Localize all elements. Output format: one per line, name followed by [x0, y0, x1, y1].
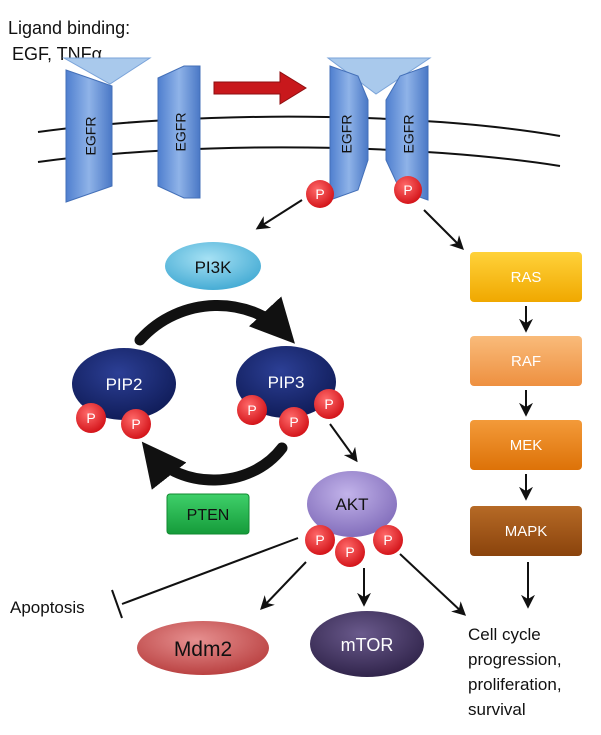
svg-text:MAPK: MAPK — [505, 523, 548, 540]
ligand-heading: Ligand binding: — [8, 18, 130, 38]
mapk-node: MAPK — [470, 506, 582, 556]
pten-node: PTEN — [166, 493, 250, 535]
svg-text:P: P — [86, 410, 95, 426]
svg-text:PIP3: PIP3 — [268, 373, 305, 392]
pip2-node: PIP2 — [72, 348, 176, 420]
ras-node: RAS — [470, 252, 582, 302]
phospho-pip2-2: P — [121, 409, 151, 439]
svg-text:P: P — [315, 532, 324, 548]
membrane-inner — [37, 146, 561, 167]
svg-text:Mdm2: Mdm2 — [174, 638, 232, 661]
phospho-pip3-1: P — [237, 395, 267, 425]
svg-text:RAS: RAS — [511, 269, 542, 286]
inhibition-bar-apoptosis — [111, 589, 123, 619]
svg-text:P: P — [324, 396, 333, 412]
phospho-dimer-left: P — [306, 180, 334, 208]
svg-text:Cell cycle: Cell cycle — [468, 625, 541, 644]
cell-cycle-outcome: Cell cycle progression, proliferation, s… — [468, 625, 562, 719]
svg-text:proliferation,: proliferation, — [468, 675, 562, 694]
mtor-node: mTOR — [310, 611, 424, 677]
svg-text:RAF: RAF — [511, 353, 541, 370]
egfr-label-4: EGFR — [401, 115, 417, 154]
svg-text:AKT: AKT — [335, 495, 368, 514]
svg-text:P: P — [131, 416, 140, 432]
svg-text:survival: survival — [468, 700, 526, 719]
akt-node: AKT — [307, 471, 397, 537]
arrow-to-pi3k — [255, 199, 303, 230]
arrow-to-mdm2 — [260, 561, 307, 611]
arrow-to-cell-cycle-left — [399, 553, 467, 616]
svg-text:P: P — [383, 532, 392, 548]
phospho-pip3-3: P — [314, 389, 344, 419]
phospho-akt-1: P — [305, 525, 335, 555]
svg-text:progression,: progression, — [468, 650, 562, 669]
apoptosis-label: Apoptosis — [10, 598, 85, 617]
egfr-label-3: EGFR — [339, 115, 355, 154]
phospho-dimer-right: P — [394, 176, 422, 204]
svg-text:P: P — [345, 544, 354, 560]
egfr-label-1: EGFR — [83, 117, 99, 156]
svg-text:PI3K: PI3K — [195, 258, 233, 277]
raf-node: RAF — [470, 336, 582, 386]
egfr-label-2: EGFR — [173, 113, 189, 152]
svg-text:mTOR: mTOR — [341, 635, 394, 655]
phospho-pip3-2: P — [279, 407, 309, 437]
egfr-receptor-2: EGFR — [157, 65, 201, 199]
arrow-pip3-to-akt — [329, 423, 358, 463]
cycle-arrow-top — [134, 296, 295, 346]
inhibition-line-apoptosis — [121, 537, 299, 605]
svg-text:P: P — [247, 402, 256, 418]
cycle-arrow-bottom — [141, 441, 288, 490]
pi3k-node: PI3K — [165, 242, 261, 290]
svg-text:P: P — [289, 414, 298, 430]
arrow-to-ras — [423, 209, 464, 250]
svg-text:MEK: MEK — [510, 437, 543, 454]
ligand-triangle — [62, 57, 152, 85]
phospho-akt-3: P — [373, 525, 403, 555]
mdm2-node: Mdm2 — [137, 621, 269, 675]
phospho-pip2-1: P — [76, 403, 106, 433]
svg-text:P: P — [315, 186, 324, 202]
phospho-akt-2: P — [335, 537, 365, 567]
svg-text:P: P — [403, 182, 412, 198]
egfr-receptor-1: EGFR — [65, 69, 113, 203]
membrane-outer — [37, 115, 561, 137]
dimerization-arrow — [213, 71, 307, 105]
mek-node: MEK — [470, 420, 582, 470]
svg-text:PTEN: PTEN — [187, 507, 230, 524]
svg-text:PIP2: PIP2 — [106, 375, 143, 394]
